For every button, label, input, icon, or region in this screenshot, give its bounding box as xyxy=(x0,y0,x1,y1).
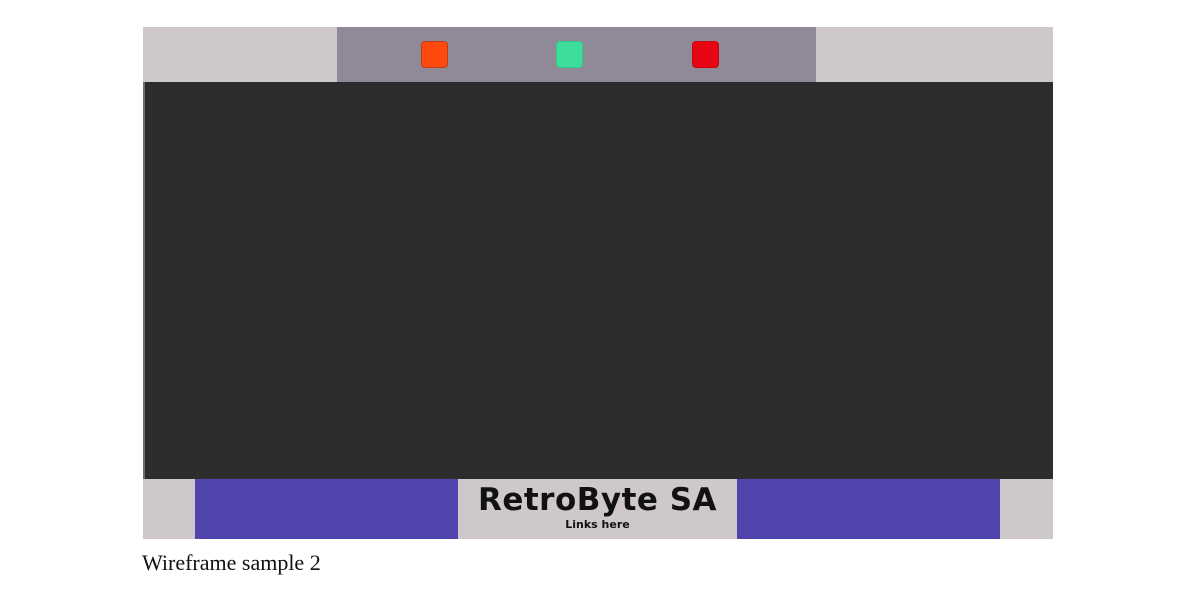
footer-right-block xyxy=(737,479,1000,539)
brand-title: RetroByte SA xyxy=(477,482,718,518)
wireframe-frame: RetroByte SA Links here xyxy=(143,27,1053,539)
footer-left-block xyxy=(195,479,458,539)
orange-square-button[interactable] xyxy=(421,41,448,68)
footer-brand: RetroByte SA Links here xyxy=(458,479,737,539)
figure-caption: Wireframe sample 2 xyxy=(142,550,321,575)
main-viewport xyxy=(143,82,1053,479)
footer-links[interactable]: Links here xyxy=(565,518,630,531)
red-square-button[interactable] xyxy=(692,41,719,68)
footer: RetroByte SA Links here xyxy=(143,479,1053,539)
top-bar xyxy=(337,27,816,82)
green-square-button[interactable] xyxy=(556,41,583,68)
